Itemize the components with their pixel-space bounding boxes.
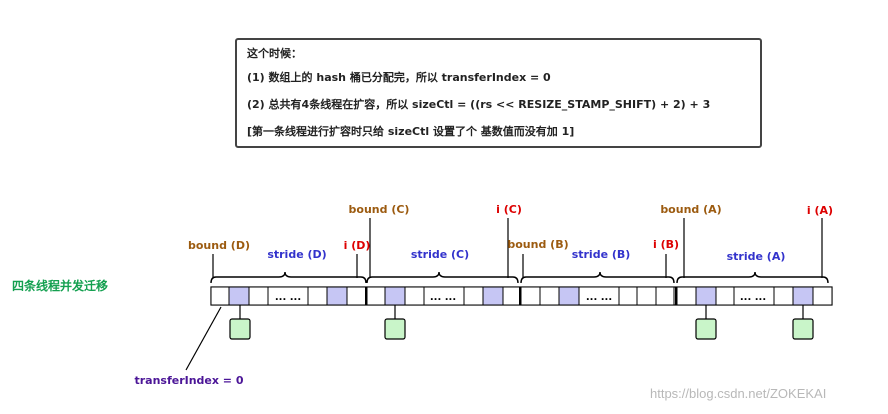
node-connectors	[239, 305, 804, 319]
ellipsis-labels: ... ... ... ... ... ... ... ...	[275, 292, 766, 303]
note-line-sizectl: (2) 总共有4条线程在扩容，所以 sizeCtl = ((rs << RESI…	[247, 98, 711, 111]
array-cell	[618, 286, 638, 306]
array-cell-highlighted	[228, 286, 250, 306]
i-d-label: i (D)	[344, 239, 371, 252]
ellipsis-d: ... ...	[275, 292, 301, 303]
array-cell-highlighted	[558, 286, 580, 306]
array-cell	[463, 286, 484, 306]
pointer-lines	[185, 218, 823, 371]
array-cell	[715, 286, 735, 306]
note-title: 这个时候：	[247, 47, 302, 60]
bound-c-label: bound (C)	[349, 203, 410, 216]
array-cell	[307, 286, 328, 306]
transfer-index-line	[185, 306, 222, 371]
array-cell	[404, 286, 425, 306]
array-cell-highlighted	[695, 286, 717, 306]
bound-a-label: bound (A)	[660, 203, 721, 216]
array-cell-highlighted	[482, 286, 504, 306]
side-label: 四条线程并发迁移	[12, 278, 108, 293]
array-cell-highlighted	[384, 286, 406, 306]
bound-d-label: bound (D)	[188, 239, 250, 252]
note-line-transfer-index: (1) 数组上的 hash 桶已分配完，所以 transferIndex = 0	[247, 71, 551, 84]
array-cell	[346, 286, 367, 306]
watermark: https://blog.csdn.net/ZOKEKAI	[650, 386, 827, 401]
ellipsis-b: ... ...	[586, 292, 612, 303]
bucket-node	[384, 318, 406, 340]
bucket-node	[229, 318, 251, 340]
array-cell	[773, 286, 794, 306]
stride-d-label: stride (D)	[267, 248, 326, 261]
info-note-box: 这个时候： (1) 数组上的 hash 桶已分配完，所以 transferInd…	[235, 38, 762, 148]
array-cell-highlighted	[792, 286, 814, 306]
array-cell	[210, 286, 230, 306]
array-cell	[248, 286, 269, 306]
array-cell	[520, 286, 541, 306]
bound-b-label: bound (B)	[507, 238, 568, 251]
ellipsis-c: ... ...	[430, 292, 456, 303]
bucket-node	[695, 318, 717, 340]
array-cell	[676, 286, 697, 306]
ellipsis-a: ... ...	[740, 292, 766, 303]
array-cell	[539, 286, 560, 306]
i-a-label: i (A)	[807, 204, 833, 217]
array-cell	[812, 286, 833, 306]
stride-brackets	[210, 271, 829, 284]
transfer-index-label: transferIndex = 0	[134, 374, 243, 387]
array-cell	[502, 286, 522, 306]
array-cell-highlighted	[326, 286, 348, 306]
array-cells	[210, 286, 833, 306]
stride-b-label: stride (B)	[572, 248, 631, 261]
bucket-nodes	[229, 318, 814, 340]
array-cell	[655, 286, 675, 306]
bucket-node	[792, 318, 814, 340]
stride-a-label: stride (A)	[727, 250, 786, 263]
note-line-remark: [第一条线程进行扩容时只给 sizeCtl 设置了个 基数值而没有加 1]	[247, 125, 575, 138]
stride-c-label: stride (C)	[411, 248, 469, 261]
array-cell	[636, 286, 657, 306]
i-c-label: i (C)	[496, 203, 522, 216]
array-cell	[366, 286, 386, 306]
bracket-c	[366, 271, 519, 284]
bracket-a	[676, 271, 829, 284]
bracket-d	[210, 271, 367, 284]
bracket-b	[520, 271, 675, 284]
i-b-label: i (B)	[653, 238, 679, 251]
